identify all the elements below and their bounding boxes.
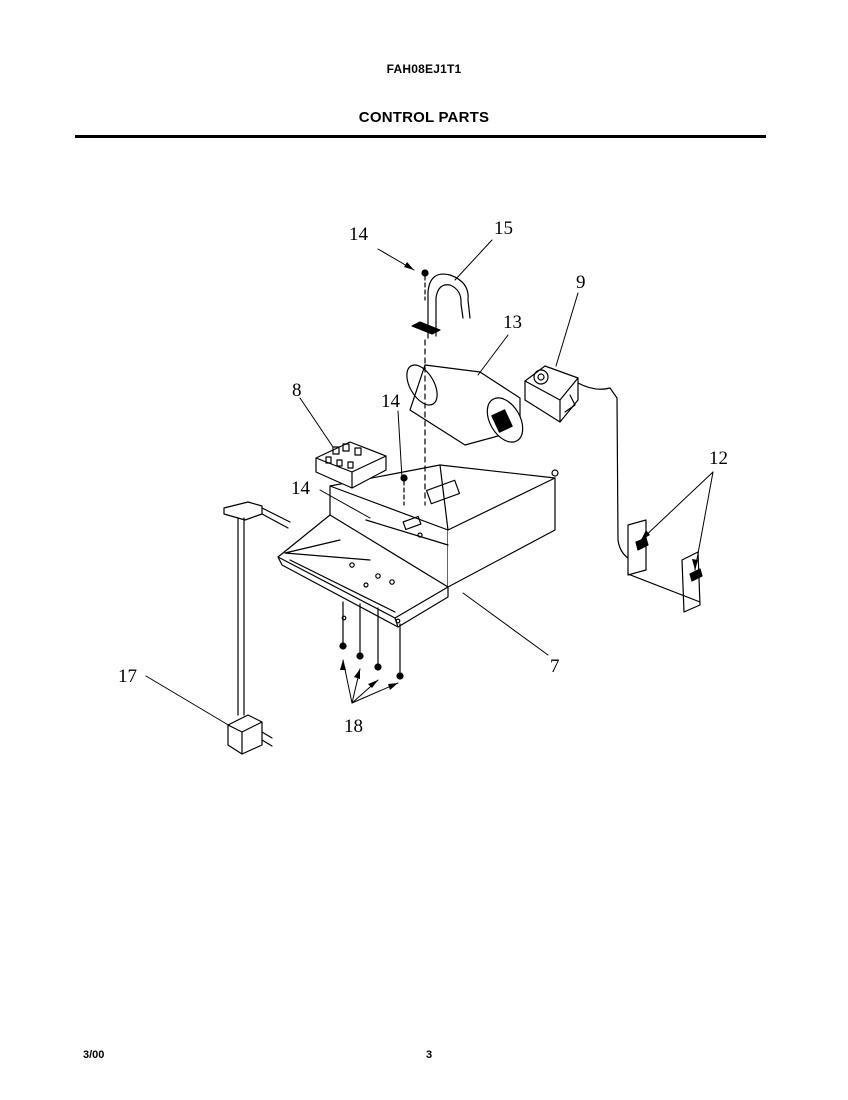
callout-9: 9	[576, 272, 586, 293]
title-rule	[75, 135, 766, 138]
thermostat	[524, 365, 636, 563]
power-cord	[223, 501, 291, 755]
page-title: CONTROL PARTS	[358, 109, 490, 126]
callout-12: 12	[709, 448, 728, 469]
callout-18: 18	[344, 716, 363, 737]
callout-7: 7	[550, 656, 560, 677]
callout-14-box-screw: 14	[381, 391, 401, 412]
capacitor-strap	[411, 273, 471, 339]
capacitor	[406, 364, 524, 446]
sensor-clips	[627, 519, 703, 613]
callout-14-relay-screw: 14	[291, 478, 311, 499]
callout-14-strap-screw: 14	[349, 224, 369, 245]
page-number: 3	[426, 1049, 433, 1061]
model-number: FAH08EJ1T1	[386, 62, 462, 76]
mounting-screws	[339, 601, 404, 680]
control-bracket	[277, 464, 559, 628]
callout-15: 15	[494, 218, 513, 239]
relay	[315, 441, 387, 489]
footer-date: 3/00	[83, 1049, 105, 1061]
leader-lines	[145, 239, 714, 727]
callout-17: 17	[118, 666, 137, 687]
callout-8: 8	[292, 380, 302, 401]
leader-arrowheads	[340, 262, 698, 690]
callout-13: 13	[503, 312, 522, 333]
